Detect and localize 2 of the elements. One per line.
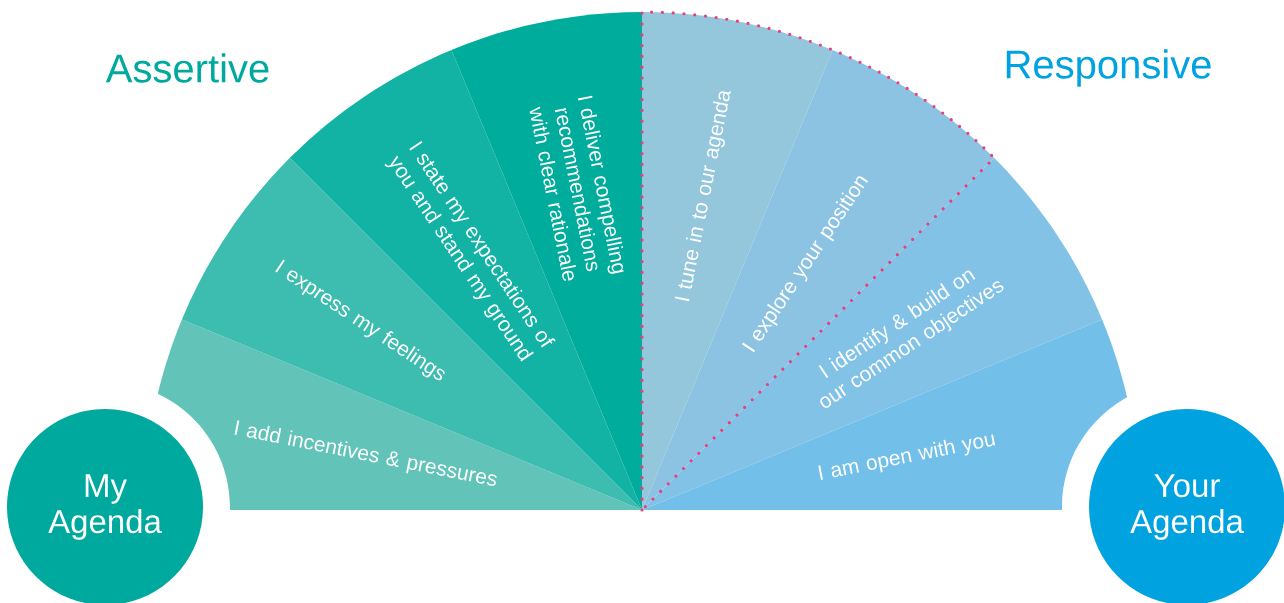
heading: Assertive <box>105 53 269 83</box>
heading: Responsive <box>1006 49 1211 87</box>
